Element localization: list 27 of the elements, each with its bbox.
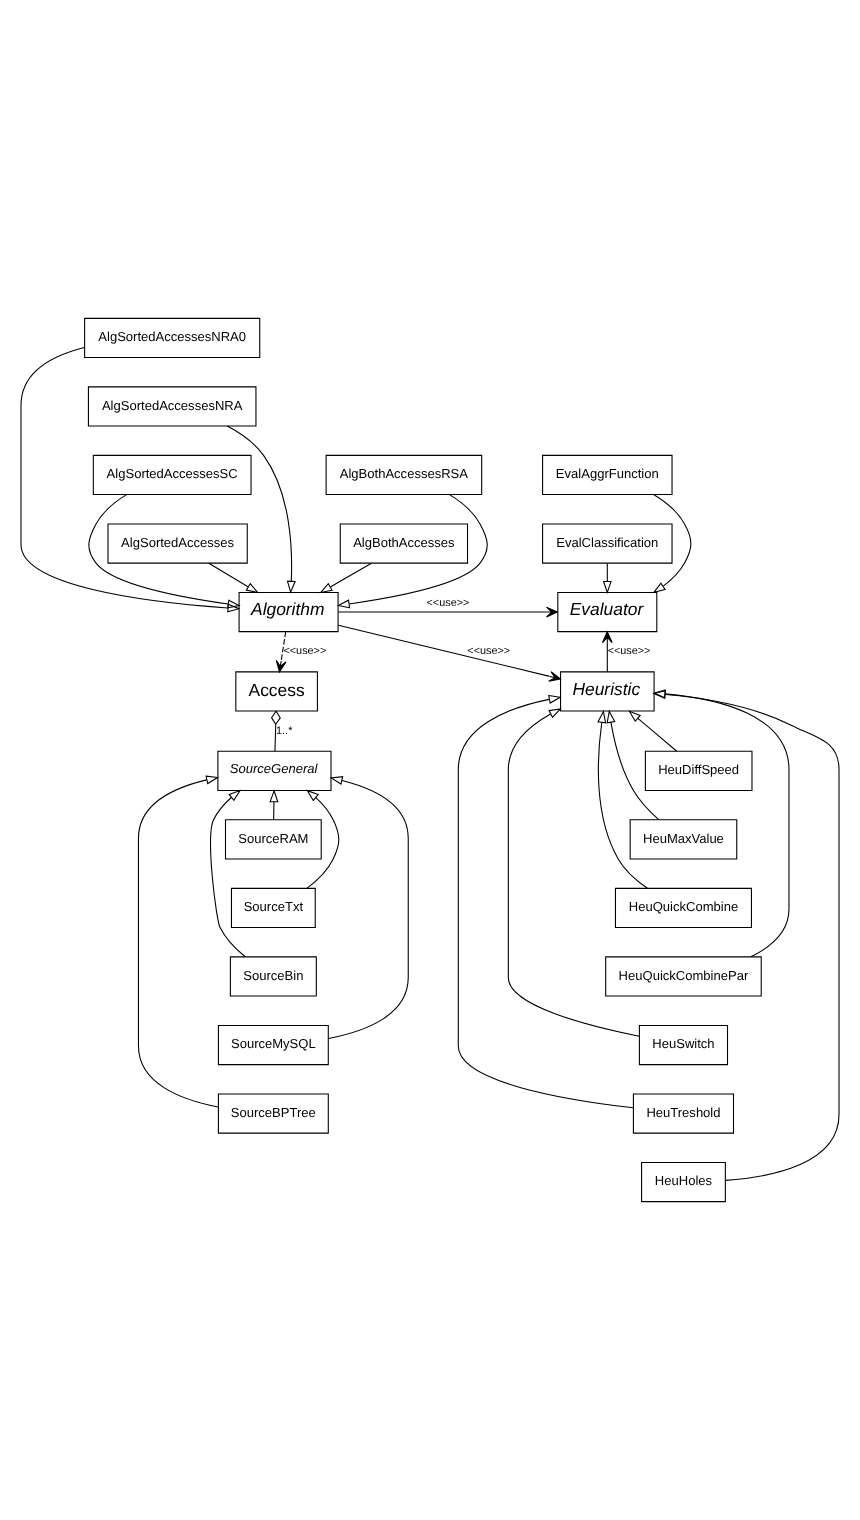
node-box: Algorithm [238, 591, 339, 633]
arrow [628, 710, 678, 752]
arrow [210, 789, 246, 958]
arrow [652, 689, 790, 958]
arrow [457, 694, 634, 1109]
connector [270, 710, 281, 752]
arrow [602, 562, 612, 594]
arrow [306, 789, 340, 889]
arrow [20, 346, 241, 613]
arrow [597, 709, 648, 889]
arrow [137, 775, 220, 1108]
arrow [652, 689, 840, 1181]
arrow [606, 709, 660, 821]
arrow [337, 606, 558, 618]
arrow [601, 631, 613, 673]
arrow [507, 708, 640, 1037]
arrow [269, 789, 279, 821]
node-box: Heuristic [560, 671, 655, 712]
arrow [226, 425, 296, 594]
arrow [275, 631, 287, 673]
arrow [337, 624, 561, 682]
arrow [319, 562, 372, 594]
node-box: Evaluator [557, 591, 658, 633]
arrow [652, 494, 692, 594]
arrow [328, 776, 409, 1039]
node-box: Access [235, 671, 318, 712]
arrow [208, 562, 260, 594]
